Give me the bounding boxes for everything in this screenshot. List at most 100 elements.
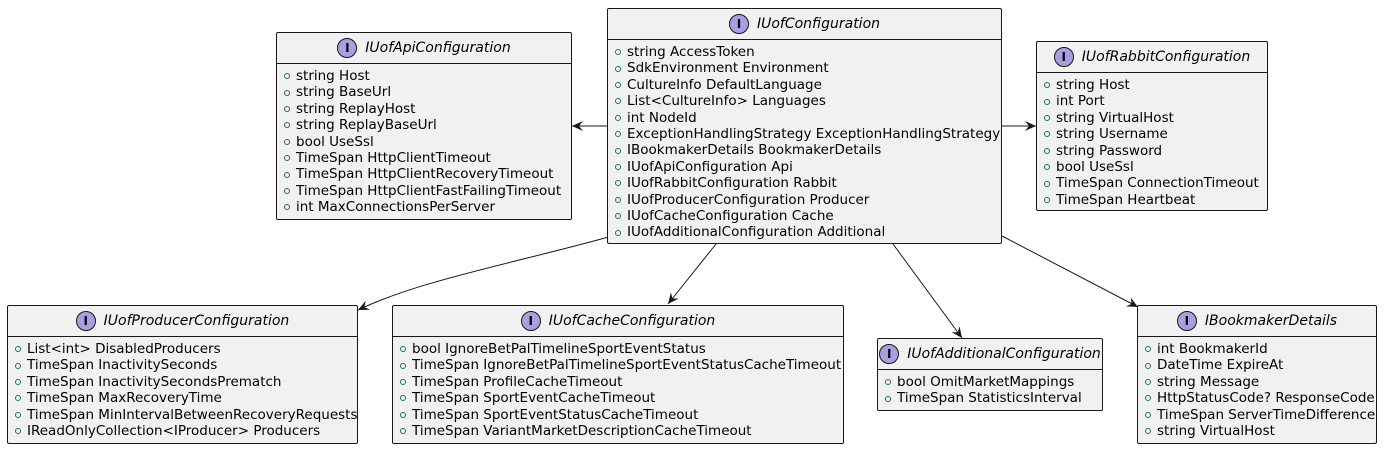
interface-header: I IUofApiConfiguration [277, 33, 571, 64]
public-member-icon [400, 411, 406, 418]
member-item: DateTime ExpireAt [1145, 357, 1376, 373]
public-member-icon [615, 164, 621, 171]
member-item: bool UseSsl [1044, 159, 1267, 175]
association-arrow-config-to-cache [667, 243, 717, 305]
member-item: IUofRabbitConfiguration Rabbit [615, 175, 1001, 191]
member-text: string ReplayBaseUrl [296, 117, 437, 134]
member-item: ExceptionHandlingStrategy ExceptionHandl… [615, 126, 1001, 142]
public-member-icon [615, 82, 621, 89]
member-text: bool UseSsl [296, 133, 374, 150]
member-text: IUofApiConfiguration Api [627, 158, 793, 175]
member-item: string Username [1044, 126, 1267, 142]
interface-header: I IUofConfiguration [608, 9, 1001, 40]
member-item: TimeSpan IgnoreBetPalTimelineSportEventS… [400, 357, 843, 373]
member-text: TimeSpan ProfileCacheTimeout [412, 373, 623, 390]
public-member-icon [885, 379, 891, 386]
public-member-icon [615, 196, 621, 203]
member-item: string ReplayHost [284, 101, 571, 117]
member-item: string VirtualHost [1044, 110, 1267, 126]
member-item: TimeSpan MaxRecoveryTime [15, 390, 357, 406]
member-text: TimeSpan Heartbeat [1056, 191, 1196, 208]
member-text: int Port [1056, 93, 1105, 110]
public-member-icon [1044, 131, 1050, 138]
member-text: IBookmakerDetails BookmakerDetails [627, 142, 882, 159]
member-item: string Message [1145, 374, 1376, 390]
interface-header: I IUofProducerConfiguration [8, 306, 357, 337]
member-item: IReadOnlyCollection<IProducer> Producers [15, 423, 357, 439]
member-item: string VirtualHost [1145, 423, 1376, 439]
member-text: ExceptionHandlingStrategy ExceptionHandl… [627, 126, 1001, 143]
interface-title: IUofAdditionalConfiguration [907, 346, 1101, 362]
interface-title: IUofCacheConfiguration [548, 313, 716, 329]
member-text: bool UseSsl [1056, 159, 1134, 176]
member-text: string VirtualHost [1056, 109, 1174, 126]
member-text: string AccessToken [627, 44, 755, 60]
public-member-icon [885, 395, 891, 402]
member-text: string Host [1056, 77, 1130, 93]
public-member-icon [15, 395, 21, 402]
interface-iuofproducerconfiguration: I IUofProducerConfiguration List<int> Di… [7, 305, 358, 444]
member-item: int Port [1044, 93, 1267, 109]
interface-title: IUofApiConfiguration [365, 40, 511, 56]
member-item: TimeSpan ServerTimeDifference [1145, 407, 1376, 423]
member-text: TimeSpan MaxRecoveryTime [27, 390, 222, 407]
member-text: int NodeId [627, 109, 697, 126]
member-text: TimeSpan HttpClientFastFailingTimeout [296, 182, 562, 199]
member-text: TimeSpan HttpClientRecoveryTimeout [296, 166, 554, 183]
member-text: TimeSpan SportEventStatusCacheTimeout [412, 406, 699, 423]
public-member-icon [15, 379, 21, 386]
public-member-icon [284, 171, 290, 178]
public-member-icon [284, 138, 290, 145]
member-item: int MaxConnectionsPerServer [284, 199, 571, 215]
member-text: TimeSpan InactivitySeconds [27, 357, 218, 374]
public-member-icon [615, 98, 621, 105]
member-text: HttpStatusCode? ResponseCode [1157, 390, 1375, 407]
member-item: bool UseSsl [284, 134, 571, 150]
interface-title: IUofProducerConfiguration [103, 313, 290, 329]
public-member-icon [400, 362, 406, 369]
member-text: TimeSpan ServerTimeDifference [1157, 406, 1376, 423]
interface-header: I IUofCacheConfiguration [393, 306, 843, 337]
public-member-icon [1044, 147, 1050, 154]
interface-iuofadditionalconfiguration: I IUofAdditionalConfiguration bool OmitM… [877, 338, 1103, 411]
member-item: string BaseUrl [284, 84, 571, 100]
interface-badge-icon: I [879, 344, 900, 364]
association-arrow-config-to-additional [892, 243, 963, 339]
public-member-icon [1044, 98, 1050, 105]
member-text: IUofRabbitConfiguration Rabbit [627, 175, 837, 192]
interface-badge-icon: I [75, 311, 96, 331]
public-member-icon [1044, 82, 1050, 89]
interface-badge-icon: I [337, 38, 358, 58]
member-text: string Username [1056, 126, 1168, 143]
member-text: string Host [296, 68, 370, 84]
public-member-icon [15, 428, 21, 435]
member-text: TimeSpan MinIntervalBetweenRecoveryReque… [27, 406, 358, 423]
member-item: CultureInfo DefaultLanguage [615, 77, 1001, 93]
member-item: TimeSpan ProfileCacheTimeout [400, 374, 843, 390]
member-item: string ReplayBaseUrl [284, 117, 571, 133]
member-text: TimeSpan IgnoreBetPalTimelineSportEventS… [412, 357, 842, 374]
member-item: TimeSpan SportEventCacheTimeout [400, 390, 843, 406]
member-item: IBookmakerDetails BookmakerDetails [615, 142, 1001, 158]
member-text: DateTime ExpireAt [1157, 357, 1284, 374]
public-member-icon [1145, 346, 1151, 353]
public-member-icon [615, 147, 621, 154]
member-item: List<CultureInfo> Languages [615, 93, 1001, 109]
member-text: TimeSpan SportEventCacheTimeout [412, 390, 656, 407]
public-member-icon [1145, 411, 1151, 418]
member-text: string VirtualHost [1157, 423, 1275, 440]
interface-header: I IUofRabbitConfiguration [1037, 42, 1267, 73]
member-text: CultureInfo DefaultLanguage [627, 76, 822, 93]
member-item: string Host [1044, 77, 1267, 93]
public-member-icon [400, 379, 406, 386]
public-member-icon [400, 395, 406, 402]
public-member-icon [284, 188, 290, 195]
member-item: bool OmitMarketMappings [885, 374, 1102, 390]
member-text: List<int> DisabledProducers [27, 341, 221, 357]
